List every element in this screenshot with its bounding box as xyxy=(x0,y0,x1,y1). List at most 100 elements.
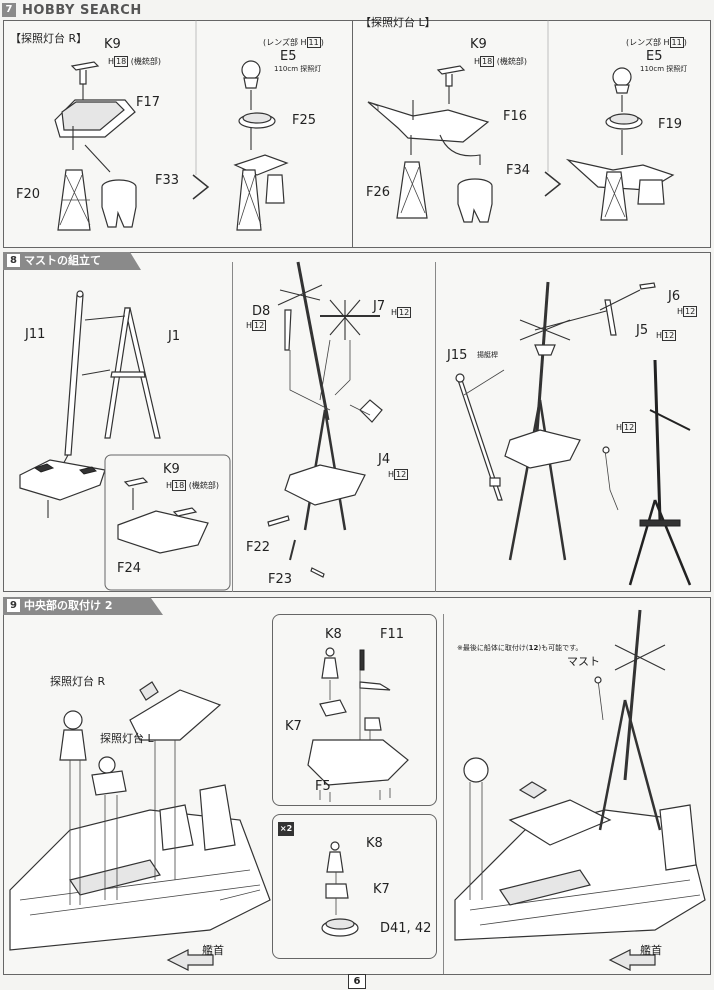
step7-number: 7 xyxy=(5,4,13,15)
mast-assembly-drawings xyxy=(19,261,692,591)
j7-label: J7 xyxy=(373,299,386,314)
step7-divider-mid xyxy=(352,20,353,248)
step8-divider-1 xyxy=(232,262,233,592)
middle-mast-drawing xyxy=(267,261,383,578)
right-mast-drawing xyxy=(455,281,692,586)
e5-note-r: 110cm 探照灯 xyxy=(274,65,322,73)
e5-label-l: E5 xyxy=(646,49,663,64)
f33-label: F33 xyxy=(155,173,180,188)
e5-part-drawing xyxy=(241,60,261,89)
mast-label: マスト xyxy=(567,655,600,668)
f34-part-drawing xyxy=(457,178,493,223)
times2-badge: ×2 xyxy=(278,822,294,836)
step8-number: 8 xyxy=(7,254,20,267)
e5-part-drawing-l xyxy=(612,67,632,94)
f20-label: F20 xyxy=(16,187,41,202)
section-l-title: 【探照灯台 L】 xyxy=(360,16,436,29)
f19-part-drawing xyxy=(605,113,643,130)
k7-label-bottom: K7 xyxy=(373,882,390,897)
f19-label: F19 xyxy=(658,117,683,132)
f17-label: F17 xyxy=(136,95,161,110)
j1-label: J1 xyxy=(168,329,181,344)
f20-part-drawing xyxy=(57,169,91,231)
f26-label: F26 xyxy=(366,185,391,200)
j1-part-drawing xyxy=(104,307,161,439)
f25-label: F25 xyxy=(292,113,317,128)
j15-label: J15 xyxy=(447,348,468,363)
j11-part-drawing xyxy=(64,290,84,456)
step7-badge: 7 xyxy=(2,3,16,17)
f5-drawing xyxy=(307,739,409,802)
section-r-title: 【探照灯台 R】 xyxy=(10,32,88,45)
f5-label: F5 xyxy=(315,779,331,794)
hull-right-drawing xyxy=(454,757,706,941)
mast-installed-drawing xyxy=(594,609,666,831)
f11-label: F11 xyxy=(380,627,405,642)
bow-label-left: 艦首 xyxy=(202,944,224,957)
k9-label-8: K9 xyxy=(163,462,180,477)
final-install-note: ※最後に船体に取付け(12)も可能です。 xyxy=(457,644,583,652)
step9-inset-bottom xyxy=(272,814,437,959)
j4-label: J4 xyxy=(378,452,391,467)
j11-label: J11 xyxy=(25,327,46,342)
k9-label-l: K9 xyxy=(470,37,487,52)
k9-label: K9 xyxy=(104,37,121,52)
f16-part-drawing xyxy=(367,101,490,143)
assembled-l-drawing xyxy=(565,158,675,221)
page-number-box: 6 xyxy=(348,974,366,989)
step9-header: 9 中央部の取付け 2 xyxy=(3,597,163,615)
searchlight-r-drawing xyxy=(59,710,87,905)
f34-label: F34 xyxy=(506,163,531,178)
step9-number: 9 xyxy=(7,599,20,612)
f23-label: F23 xyxy=(268,572,293,587)
e5-label-r: E5 xyxy=(280,49,297,64)
f25-part-drawing xyxy=(238,112,276,129)
k8-k7-f11-drawing xyxy=(319,647,391,770)
k8-label-top: K8 xyxy=(325,627,342,642)
f17-part-drawing xyxy=(54,99,136,138)
assembled-r-drawing xyxy=(233,154,289,231)
brand-watermark: HOBBY SEARCH xyxy=(22,3,142,18)
step8-divider-2 xyxy=(435,262,436,592)
f16-label: F16 xyxy=(503,109,528,124)
k8-k7-d41-drawing xyxy=(321,841,359,937)
step9-divider-right xyxy=(443,614,444,974)
k7-label-top: K7 xyxy=(285,719,302,734)
step8-title: マストの組立て xyxy=(24,254,101,267)
page-number: 6 xyxy=(353,976,361,987)
searchlight-r-label: 探照灯台 R xyxy=(50,675,106,688)
j6-label: J6 xyxy=(668,289,681,304)
step8-header: 8 マストの組立て xyxy=(3,252,141,270)
bow-label-right: 艦首 xyxy=(640,944,662,957)
hull-left-drawing xyxy=(9,681,271,951)
j15-note: 揚艇桿 xyxy=(477,351,498,359)
d41-label: D41, 42 xyxy=(380,921,432,936)
searchlight-r-assembly xyxy=(54,20,289,231)
searchlight-l-assembly xyxy=(367,20,675,223)
f26-part-drawing xyxy=(396,161,428,219)
f33-part-drawing xyxy=(101,179,137,228)
j5-label: J5 xyxy=(636,323,649,338)
step9-title: 中央部の取付け 2 xyxy=(24,599,113,612)
k9-part-drawing xyxy=(70,61,100,85)
f24-base-drawing xyxy=(19,459,106,501)
f24-label: F24 xyxy=(117,561,142,576)
searchlight-l-label: 探照灯台 L xyxy=(100,732,154,745)
k8-label-bottom: K8 xyxy=(366,836,383,851)
d8-label: D8 xyxy=(252,304,271,319)
e5-note-l: 110cm 探照灯 xyxy=(640,65,688,73)
f22-label: F22 xyxy=(246,540,271,555)
f24-inset-drawing xyxy=(117,510,209,554)
